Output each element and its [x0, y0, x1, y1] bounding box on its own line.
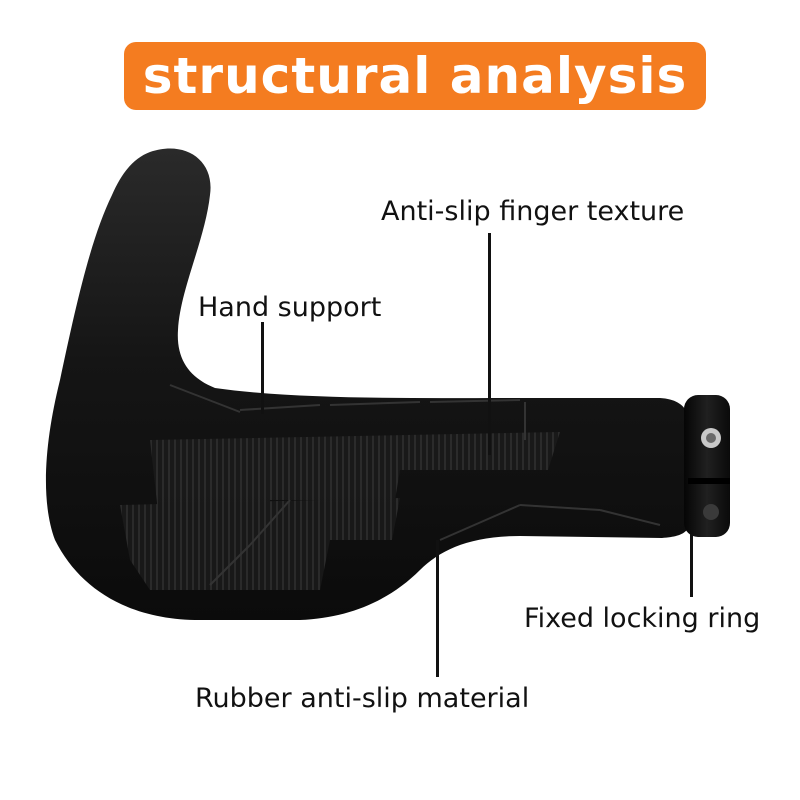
- leader-line-hand-support: [261, 322, 264, 414]
- locking-ring: [684, 395, 730, 537]
- label-finger-texture: Anti-slip finger texture: [381, 196, 685, 227]
- title-badge: structural analysis: [124, 42, 706, 110]
- label-locking-ring: Fixed locking ring: [524, 603, 761, 634]
- leader-line-finger-texture: [488, 233, 491, 455]
- leader-line-locking-ring: [690, 534, 693, 597]
- label-hand-support: Hand support: [198, 292, 382, 323]
- leader-line-rubber-material: [436, 540, 439, 677]
- label-rubber-material: Rubber anti-slip material: [195, 683, 530, 714]
- rubber-texture: [120, 432, 560, 590]
- finger-ridges: [169, 384, 661, 586]
- page-title: structural analysis: [142, 47, 688, 105]
